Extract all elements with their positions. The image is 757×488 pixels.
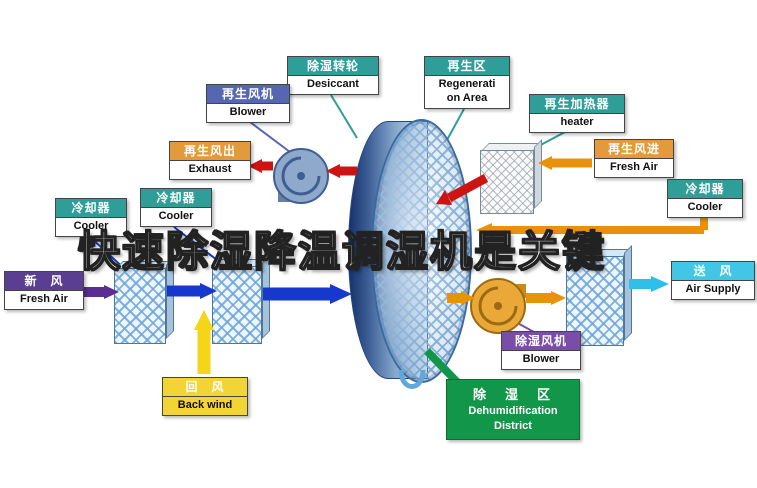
label-regen-heater-zh: 再生加热器 — [530, 95, 624, 115]
label-air-supply-zh: 送 风 — [672, 262, 754, 282]
label-regen-fresh-air: 再生风进 Fresh Air — [594, 139, 674, 179]
label-cooler-right-en: Cooler — [687, 201, 723, 214]
desiccant-wheel-face — [371, 119, 472, 383]
label-cooler-left-outer: 冷却器 Cooler — [55, 198, 127, 238]
arrow-fresh-air-in — [83, 285, 119, 299]
label-regen-fresh-air-zh: 再生风进 — [595, 140, 673, 160]
label-dehumidification-district-zh: 除 湿 区 — [472, 387, 553, 402]
label-back-wind-en: Back wind — [163, 397, 247, 416]
label-dehumidification-district-en: Dehumidification District — [468, 405, 558, 432]
arrow-fan-to-cooler — [526, 291, 566, 305]
label-regen-exhaust-zh: 再生风出 — [170, 142, 250, 162]
arrow-wheel-to-fan — [447, 291, 475, 305]
label-fresh-air-en: Fresh Air — [20, 293, 68, 306]
label-regen-exhaust-en: Exhaust — [188, 163, 232, 176]
watermark-text: 快速除湿降温调湿机是关键 — [77, 227, 607, 276]
label-cooler-left-inner: 冷却器 Cooler — [140, 188, 212, 228]
label-regen-fresh-air-en: Fresh Air — [610, 161, 658, 174]
label-desiccant-wheel-en: Desiccant — [307, 78, 359, 91]
arrow-process-air-2 — [263, 284, 352, 304]
label-regen-exhaust: 再生风出 Exhaust — [169, 141, 251, 181]
label-cooler-left-inner-zh: 冷却器 — [141, 189, 211, 209]
wheel-drain-u-duct — [398, 369, 426, 389]
regen-blower-fan — [273, 148, 329, 204]
arrow-process-air-1 — [167, 283, 217, 299]
label-cooler-right: 冷却器 Cooler — [667, 179, 743, 219]
label-cooler-left-outer-zh: 冷却器 — [56, 199, 126, 219]
arrow-heater-to-wheel — [436, 174, 489, 205]
heat-exchanger-right — [566, 256, 624, 346]
label-dehum-blower: 除湿风机 Blower — [501, 331, 581, 371]
label-desiccant-wheel-zh: 除湿转轮 — [288, 57, 378, 77]
label-back-wind-zh: 回 风 — [163, 378, 247, 398]
arrow-regen-in-to-heater — [538, 156, 592, 170]
heat-exchanger-left-2 — [212, 266, 262, 344]
label-regeneration-area-zh: 再生区 — [425, 57, 509, 77]
label-regen-blower-zh: 再生风机 — [207, 85, 289, 105]
label-back-wind: 回 风 Back wind — [162, 377, 248, 417]
label-regen-heater-en: heater — [560, 116, 594, 129]
label-cooler-left-inner-en: Cooler — [158, 210, 194, 223]
label-regen-heater: 再生加热器 heater — [529, 94, 625, 134]
label-dehumidification-district: 除 湿 区 Dehumidification District — [446, 379, 580, 440]
heat-exchanger-left-1 — [114, 268, 166, 344]
label-fresh-air: 新 风 Fresh Air — [4, 271, 84, 311]
arrow-fan-to-exhaust — [248, 159, 273, 173]
dehum-district-pointer — [424, 348, 462, 387]
arrow-wheel-to-regen-fan — [326, 164, 357, 178]
label-fresh-air-zh: 新 风 — [5, 272, 83, 292]
label-air-supply-en: Air Supply — [685, 283, 741, 296]
label-regeneration-area-en: Regenerati on Area — [438, 78, 496, 105]
label-cooler-right-zh: 冷却器 — [668, 180, 742, 200]
label-dehum-blower-zh: 除湿风机 — [502, 332, 580, 352]
label-regeneration-area: 再生区 Regenerati on Area — [424, 56, 510, 109]
label-air-supply: 送 风 Air Supply — [671, 261, 755, 301]
label-regen-blower-en: Blower — [229, 106, 267, 119]
arrow-air-supply-out — [629, 276, 669, 292]
label-cooler-left-outer-en: Cooler — [73, 220, 109, 233]
label-desiccant-wheel: 除湿转轮 Desiccant — [287, 56, 379, 96]
label-dehum-blower-en: Blower — [522, 353, 560, 366]
dehum-blower-fan — [470, 278, 526, 334]
arrow-return-air-up — [194, 310, 214, 374]
arrow-regen-return-line — [476, 218, 708, 237]
label-regen-blower: 再生风机 Blower — [206, 84, 290, 124]
